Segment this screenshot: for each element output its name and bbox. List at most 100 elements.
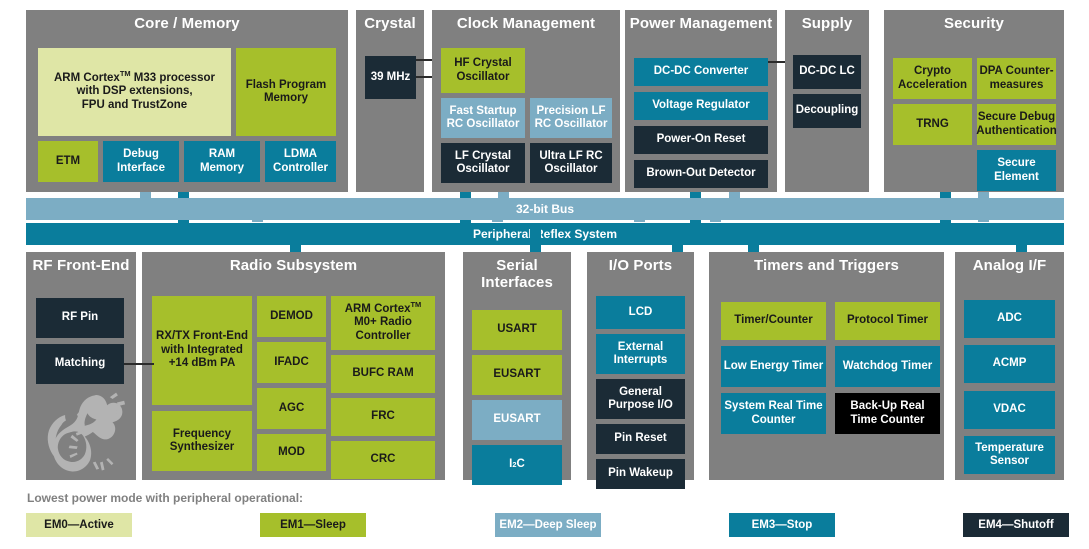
block-trng: TRNG [893, 104, 972, 145]
connector-stub-io-2 [672, 223, 683, 257]
block-hf-crystal-oscillator: HF Crystal Oscillator [441, 48, 525, 93]
block-usart: USART [472, 310, 562, 350]
block-debug-interface: Debug Interface [103, 141, 179, 182]
panel-title-clock-management: Clock Management [456, 15, 596, 32]
wire-dcdc-to-dcdc-lc [768, 61, 792, 63]
block-eusart-1: EUSART [472, 355, 562, 395]
m0-tm-superscript: TM [410, 299, 422, 309]
gecko-logo [47, 392, 126, 472]
wire-crystal-to-hf-osc-top [416, 59, 438, 61]
bus-peripheral-reflex-system: Peripheral Reflex System [26, 223, 1064, 245]
panel-title-timers-and-triggers: Timers and Triggers [753, 257, 899, 274]
block-crc: CRC [331, 441, 435, 479]
panel-title-radio-subsystem: Radio Subsystem [229, 257, 358, 274]
panel-title-serial-interfaces: Serial Interfaces [481, 257, 553, 291]
block-dpa-countermeasures: DPA Counter-measures [977, 58, 1056, 99]
block-ram-memory: RAM Memory [184, 141, 260, 182]
legend-item-em4: EM4—Shutoff [963, 513, 1069, 537]
panel-io-ports: I/O Ports LCD External Interrupts Genera… [587, 252, 694, 489]
wire-crystal-to-hf-osc-bottom [416, 76, 438, 78]
connector-stub-radio-upper [252, 212, 263, 222]
panel-title-io-ports: I/O Ports [608, 257, 673, 274]
wire-matching-to-rxtx [124, 363, 154, 365]
block-general-purpose-io: General Purpose I/O [596, 379, 685, 419]
block-ifadc: IFADC [257, 342, 326, 383]
block-system-real-time-counter: System Real Time Counter [721, 393, 826, 434]
block-secure-element: Secure Element [977, 150, 1056, 191]
cpu-tm-superscript: TM [119, 68, 131, 78]
connector-stub-io [634, 212, 645, 222]
block-demod: DEMOD [257, 296, 326, 337]
block-dc-dc-converter: DC-DC Converter [634, 58, 768, 86]
block-ldma-controller: LDMA Controller [265, 141, 336, 182]
block-mod: MOD [257, 434, 326, 471]
panel-analog-if: Analog I/F ADC ACMP VDAC Temperature Sen… [955, 252, 1064, 480]
block-temperature-sensor: Temperature Sensor [964, 436, 1055, 474]
block-watchdog-timer: Watchdog Timer [835, 346, 940, 387]
block-39mhz-crystal: 39 MHz [365, 56, 416, 99]
connector-stub-timers [710, 212, 721, 222]
block-lcd: LCD [596, 296, 685, 329]
block-rf-pin: RF Pin [36, 298, 124, 338]
block-flash-program-memory: Flash Program Memory [236, 48, 336, 136]
block-ultra-lf-rc-oscillator: Ultra LF RC Oscillator [530, 143, 612, 183]
block-dc-dc-lc: DC-DC LC [793, 55, 861, 89]
block-voltage-regulator: Voltage Regulator [634, 92, 768, 120]
legend-item-em0: EM0—Active [26, 513, 132, 537]
block-external-interrupts: External Interrupts [596, 334, 685, 374]
block-protocol-timer: Protocol Timer [835, 302, 940, 340]
block-low-energy-timer: Low Energy Timer [721, 346, 826, 387]
block-acmp: ACMP [964, 345, 1055, 383]
block-fast-startup-rc-oscillator: Fast Startup RC Oscillator [441, 98, 525, 138]
block-crypto-acceleration: Crypto Acceleration [893, 58, 972, 99]
panel-title-crystal: Crystal [364, 15, 416, 32]
block-precision-lf-rc-oscillator: Precision LF RC Oscillator [530, 98, 612, 138]
block-bufc-ram: BUFC RAM [331, 355, 435, 393]
panel-core-memory: Core / Memory ARM CortexTM M33 processor… [26, 10, 348, 192]
block-eusart-2: EUSART [472, 400, 562, 440]
panel-security: Security Crypto Acceleration DPA Counter… [884, 10, 1064, 192]
block-timer-counter: Timer/Counter [721, 302, 826, 340]
block-secure-debug-authentication: Secure Debug Authentication [976, 104, 1057, 145]
block-frequency-synthesizer: Frequency Synthesizer [152, 411, 252, 471]
panel-title-security: Security [944, 15, 1004, 32]
block-agc: AGC [257, 388, 326, 429]
panel-title-core-memory: Core / Memory [134, 15, 240, 32]
block-power-on-reset: Power-On Reset [634, 126, 768, 154]
legend-item-em1: EM1—Sleep [260, 513, 366, 537]
connector-stub-radio-lower [290, 223, 301, 257]
bus-32-bit: 32-bit Bus [26, 198, 1064, 220]
block-arm-cortex-m0-radio-controller: ARM CortexTM M0+ Radio Controller [331, 296, 435, 350]
panel-clock-management: Clock Management HF Crystal Oscillator F… [432, 10, 620, 192]
panel-supply: Supply DC-DC LC Decoupling [785, 10, 869, 192]
block-pin-wakeup: Pin Wakeup [596, 459, 685, 489]
panel-radio-subsystem: Radio Subsystem RX/TX Front-End with Int… [142, 252, 445, 480]
connector-stub-timers-2 [748, 223, 759, 257]
block-rx-tx-front-end: RX/TX Front-End with Integrated +14 dBm … [152, 296, 252, 405]
block-matching: Matching [36, 344, 124, 384]
connector-stub-analog-2 [1016, 223, 1027, 257]
legend-item-em3: EM3—Stop [729, 513, 835, 537]
block-vdac: VDAC [964, 391, 1055, 429]
panel-title-analog-if: Analog I/F [972, 257, 1047, 274]
block-brown-out-detector: Brown-Out Detector [634, 160, 768, 188]
block-backup-real-time-counter: Back-Up Real Time Counter [835, 393, 940, 434]
block-pin-reset: Pin Reset [596, 424, 685, 454]
connector-stub-analog [978, 212, 989, 222]
legend-caption: Lowest power mode with peripheral operat… [27, 491, 304, 505]
panel-power-management: Power Management DC-DC Converter Voltage… [625, 10, 777, 192]
block-decoupling: Decoupling [793, 94, 861, 128]
panel-rf-front-end: RF Front-End RF Pin Matching [26, 252, 136, 480]
block-frc: FRC [331, 398, 435, 436]
panel-crystal: Crystal 39 MHz [356, 10, 424, 192]
block-etm: ETM [38, 141, 98, 182]
panel-timers-and-triggers: Timers and Triggers Timer/Counter Protoc… [709, 252, 944, 480]
block-lf-crystal-oscillator: LF Crystal Oscillator [441, 143, 525, 183]
block-arm-cortex-m33: ARM CortexTM M33 processor with DSP exte… [38, 48, 231, 136]
panel-title-rf-front-end: RF Front-End [32, 257, 130, 274]
block-adc: ADC [964, 300, 1055, 338]
legend-item-em2: EM2—Deep Sleep [495, 513, 601, 537]
